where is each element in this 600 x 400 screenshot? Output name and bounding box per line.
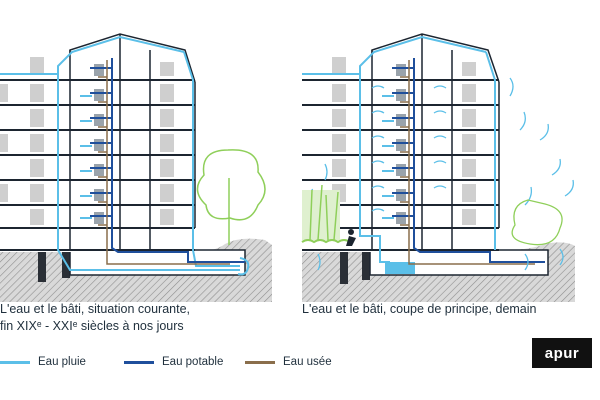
caption-right: L'eau et le bâti, coupe de principe, dem… — [302, 301, 537, 318]
legend-swatch-rain — [0, 360, 30, 364]
left-section — [0, 33, 272, 302]
right-section — [301, 33, 575, 302]
left-fixtures — [94, 64, 104, 224]
right-tree — [511, 199, 563, 246]
legend-label-rain: Eau pluie — [38, 356, 86, 368]
legend-item-rain: Eau pluie — [0, 356, 86, 368]
legend-label-waste: Eau usée — [283, 356, 332, 368]
right-floors — [302, 79, 499, 251]
right-potable-pipes — [392, 58, 545, 263]
right-pile — [362, 250, 370, 280]
caption-right-line1: L'eau et le bâti, coupe de principe, dem… — [302, 302, 537, 316]
right-fixtures — [396, 64, 406, 224]
legend-label-potable: Eau potable — [162, 356, 224, 368]
left-floors — [0, 79, 195, 251]
person-icon — [346, 229, 356, 246]
legend-item-waste: Eau usée — [245, 356, 332, 368]
left-waste-pipes — [98, 60, 230, 265]
right-rain-pipes — [302, 35, 496, 263]
left-walls — [69, 34, 196, 250]
logo-text: apur — [544, 344, 580, 362]
caption-left-line1: L'eau et le bâti, situation courante, — [0, 302, 191, 316]
left-potable-pipes — [90, 58, 245, 263]
caption-left: L'eau et le bâti, situation courante, fi… — [0, 301, 190, 335]
legend-item-potable: Eau potable — [124, 356, 223, 368]
right-pile — [340, 250, 348, 284]
left-tree — [196, 149, 266, 245]
left-rain-pipes — [0, 35, 250, 276]
green-roof-planting — [301, 184, 351, 244]
evaporation-arrows — [311, 77, 574, 271]
apur-logo: apur — [532, 338, 592, 368]
right-walls — [371, 34, 500, 250]
legend-swatch-waste — [245, 360, 275, 364]
left-pile — [38, 250, 46, 282]
caption-left-line2: fin XIXᵉ - XXIᵉ siècles à nos jours — [0, 319, 184, 333]
right-waste-pipes — [400, 60, 535, 265]
left-windows — [0, 57, 174, 225]
legend-swatch-potable — [124, 360, 154, 364]
water-tank — [385, 262, 415, 274]
